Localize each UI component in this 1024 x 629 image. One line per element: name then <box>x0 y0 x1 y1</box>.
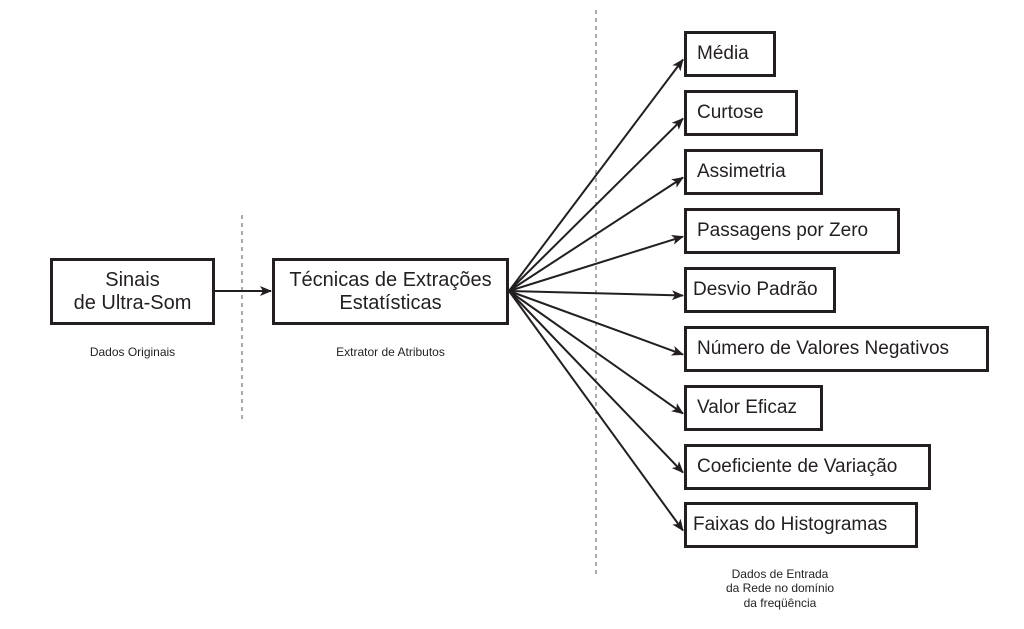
output-label: Média <box>697 43 749 65</box>
arrow-extractor-to-output-2 <box>508 176 684 292</box>
arrow-extractor-to-output-4 <box>508 290 684 301</box>
output-label: Faixas do Histogramas <box>693 514 888 536</box>
arrow-extractor-to-output-6 <box>508 290 684 415</box>
source-caption: Dados Originais <box>89 345 176 359</box>
output-box-faixas-histogramas: Faixas do Histogramas <box>684 502 918 548</box>
output-box-coeficiente-variacao: Coeficiente de Variação <box>684 444 931 490</box>
source-label: Sinais de Ultra-Som <box>73 269 192 314</box>
output-label: Passagens por Zero <box>697 220 869 242</box>
arrow-extractor-to-output-7 <box>508 290 684 474</box>
output-box-numero-valores-negativos: Número de Valores Negativos <box>684 326 989 372</box>
extractor-label: Técnicas de Extrações Estatísticas <box>289 269 492 314</box>
source-box: Sinais de Ultra-Som <box>50 258 215 325</box>
output-box-assimetria: Assimetria <box>684 149 823 195</box>
arrow-extractor-to-output-3 <box>508 235 684 292</box>
arrow-extractor-to-output-8 <box>508 290 684 532</box>
output-label: Coeficiente de Variação <box>697 456 898 478</box>
output-box-desvio-padrao: Desvio Padrão <box>684 267 836 313</box>
extractor-box: Técnicas de Extrações Estatísticas <box>272 258 509 325</box>
output-box-passagens-por-zero: Passagens por Zero <box>684 208 900 254</box>
arrow-extractor-to-output-5 <box>508 290 684 356</box>
arrow-extractor-to-output-0 <box>508 58 684 292</box>
output-label: Número de Valores Negativos <box>697 338 950 360</box>
output-label: Curtose <box>697 102 764 124</box>
outputs-caption: Dados de Entrada da Rede no domínio da f… <box>725 567 835 610</box>
output-label: Assimetria <box>697 161 786 183</box>
arrow-extractor-to-output-1 <box>508 117 684 292</box>
output-box-curtose: Curtose <box>684 90 798 136</box>
output-label: Valor Eficaz <box>697 397 797 419</box>
extractor-caption: Extrator de Atributos <box>336 345 445 359</box>
output-box-valor-eficaz: Valor Eficaz <box>684 385 823 431</box>
output-box-media: Média <box>684 31 776 77</box>
output-label: Desvio Padrão <box>693 279 818 301</box>
